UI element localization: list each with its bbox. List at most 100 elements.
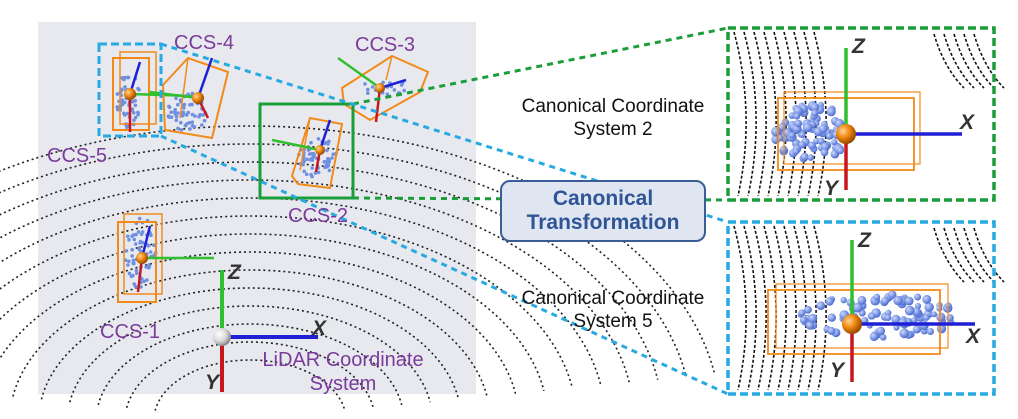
lidar-point	[852, 302, 863, 313]
lidar-point	[198, 112, 202, 117]
inset-scan-curve	[763, 225, 777, 391]
inset-5-x-label: X	[966, 325, 981, 348]
inset-scan-curve	[803, 225, 817, 391]
inset-2-points	[771, 101, 849, 163]
lidar-point	[131, 273, 135, 278]
lidar-point	[148, 250, 153, 254]
lidar-point	[899, 328, 910, 339]
lidar-origin	[213, 328, 231, 346]
lidar-point	[136, 230, 141, 234]
lidar-point	[169, 115, 174, 119]
lidar-point	[808, 141, 816, 150]
lidar-point	[857, 295, 867, 305]
lidar-point	[879, 334, 887, 341]
lidar-point	[176, 102, 180, 107]
inset-scan-curve	[743, 31, 757, 197]
inset-5-y-label: Y	[830, 359, 845, 382]
transform-label-line-2: Transformation	[526, 211, 680, 234]
lidar-point	[326, 163, 331, 168]
canonical-transformation-box: Canonical Transformation	[500, 180, 706, 242]
inset-5-z-label: Z	[858, 229, 871, 252]
lidar-point	[124, 249, 128, 253]
inset-scan-curve	[973, 227, 1005, 283]
inset-scan-curve	[733, 225, 747, 391]
lidar-point	[936, 312, 946, 322]
lidar-point	[381, 80, 385, 85]
lidar-point	[193, 114, 197, 118]
ccs-4-points	[166, 91, 208, 132]
label-ccs-2: CCS-2	[288, 205, 349, 227]
lidar-point	[174, 118, 179, 122]
lidar-point	[176, 126, 180, 131]
lidar-point	[392, 88, 397, 92]
inset-2-z-label: Z	[852, 35, 865, 58]
lidar-x-label: X	[312, 317, 327, 340]
lidar-point	[893, 295, 903, 306]
lidar-point	[125, 125, 129, 129]
lidar-point	[132, 261, 136, 266]
lidar-point	[146, 244, 151, 248]
lidar-point	[126, 234, 130, 239]
lidar-point	[176, 111, 180, 115]
lidar-point	[134, 268, 139, 273]
lidar-point	[325, 148, 329, 153]
inset-scan-curve	[933, 33, 965, 89]
lidar-point	[912, 325, 922, 334]
ccs-3-x-axis	[337, 56, 381, 90]
ccs-3-y-axis	[374, 87, 382, 123]
lidar-point	[190, 102, 194, 107]
lidar-point	[184, 122, 189, 126]
inset-scan-curve	[973, 33, 1005, 89]
lidar-point	[135, 271, 139, 276]
lidar-point	[827, 326, 836, 335]
lidar-point	[869, 312, 876, 320]
lidar-point	[825, 297, 834, 306]
lidar-point	[139, 285, 143, 289]
lidar-point	[127, 238, 131, 242]
lidar-point	[115, 105, 119, 109]
lidar-point	[326, 142, 330, 146]
lidar-point	[385, 92, 390, 97]
lidar-point	[914, 293, 922, 301]
lidar-point	[363, 82, 367, 86]
lidar-point	[132, 118, 136, 122]
lidar-point	[810, 102, 820, 112]
lidar-point	[123, 75, 128, 80]
ccs-1-bbox	[117, 221, 157, 303]
inset-5-scan-lines	[733, 225, 1005, 391]
inset-scan-curve	[953, 227, 985, 283]
lidar-point	[881, 296, 890, 305]
ccs-4-z-axis	[196, 57, 214, 99]
scan-arc	[97, 323, 403, 406]
lidar-point	[799, 316, 808, 324]
canonical-system-2-label: Canonical Coordinate System 2	[503, 96, 723, 142]
canonical-system-2-panel	[726, 26, 1005, 202]
inset-scan-curve	[943, 33, 975, 89]
lidar-point	[133, 103, 138, 108]
lidar-point	[134, 232, 138, 237]
lidar-point	[302, 169, 307, 174]
lidar-point	[793, 112, 801, 120]
lidar-point	[127, 271, 132, 276]
lidar-point	[181, 112, 185, 116]
lidar-point	[904, 305, 915, 316]
lidar-point	[309, 140, 313, 145]
lidar-point	[130, 248, 134, 252]
lidar-point	[140, 230, 145, 234]
lidar-point	[825, 132, 833, 140]
object-ccs-2	[271, 116, 344, 190]
lidar-point	[313, 171, 318, 175]
lidar-point	[182, 102, 187, 107]
lidar-point	[136, 86, 140, 91]
lidar-point	[799, 131, 806, 138]
lidar-point	[788, 132, 796, 139]
inset-scan-curve	[953, 33, 985, 89]
lidar-point	[330, 156, 334, 160]
lidar-point	[133, 115, 138, 120]
lidar-point	[188, 127, 192, 131]
lidar-point	[309, 172, 313, 177]
ccs-3-origin	[375, 83, 385, 93]
lidar-point	[174, 114, 179, 119]
inset-5-origin	[842, 314, 862, 334]
lidar-point	[885, 309, 892, 316]
